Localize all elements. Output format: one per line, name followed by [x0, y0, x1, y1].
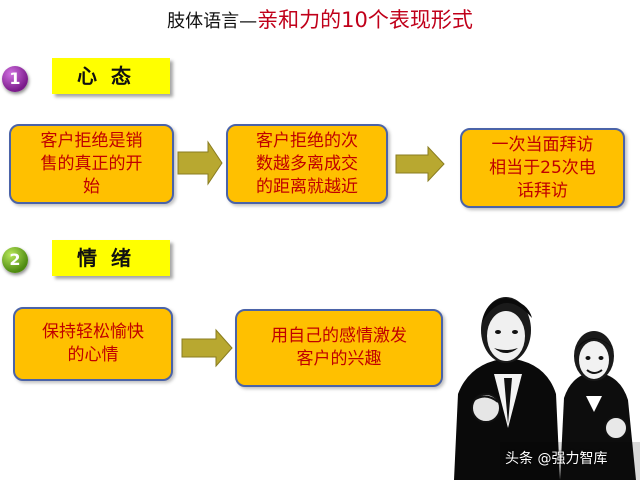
row1-box-3-line-3: 话拜访	[516, 180, 568, 201]
right-arrow-icon	[177, 140, 223, 186]
title-main: 亲和力的10个表现形式	[257, 8, 473, 32]
right-arrow-icon	[395, 145, 445, 183]
right-arrow-icon	[181, 328, 233, 368]
row2-box-1: 保持轻松愉快 的心情	[13, 307, 173, 381]
title-prefix: 肢体语言—	[167, 11, 258, 32]
row2-box-2-line-2: 客户的兴趣	[296, 349, 382, 369]
row1-box-1: 客户拒绝是销 售的真正的开 始	[9, 124, 174, 204]
row2-box-1-line-2: 的心情	[67, 345, 119, 365]
row1-box-3-line-2: 相当于25次电	[489, 157, 596, 178]
slide-title: 肢体语言—亲和力的10个表现形式	[0, 6, 640, 36]
watermark: 头条 @强力智库	[505, 451, 608, 467]
section-1-number-badge: 1	[2, 66, 28, 92]
row1-box-3: 一次当面拜访 相当于25次电 话拜访	[460, 128, 625, 208]
row1-box-2-line-2: 数越多离成交	[256, 153, 358, 174]
business-people-photo	[448, 278, 640, 480]
row1-box-2-line-1: 客户拒绝的次	[256, 130, 358, 151]
row1-box-2-line-3: 的距离就越近	[256, 176, 358, 197]
row1-box-3-line-1: 一次当面拜访	[491, 134, 594, 155]
row2-box-1-line-1: 保持轻松愉快	[42, 322, 144, 342]
row2-box-2-line-1: 用自己的感情激发	[271, 326, 407, 346]
woman-figure	[560, 331, 636, 480]
section-1-label: 心态	[52, 58, 170, 94]
row1-box-1-line-2: 售的真正的开	[40, 153, 143, 174]
row1-box-1-line-1: 客户拒绝是销	[40, 130, 143, 151]
section-2-label: 情绪	[52, 240, 170, 276]
row1-box-1-line-3: 始	[83, 176, 100, 197]
row1-box-2: 客户拒绝的次 数越多离成交 的距离就越近	[226, 124, 388, 204]
row2-box-2: 用自己的感情激发 客户的兴趣	[235, 309, 443, 387]
man-figure	[454, 297, 560, 480]
section-2-number-badge: 2	[2, 247, 28, 273]
